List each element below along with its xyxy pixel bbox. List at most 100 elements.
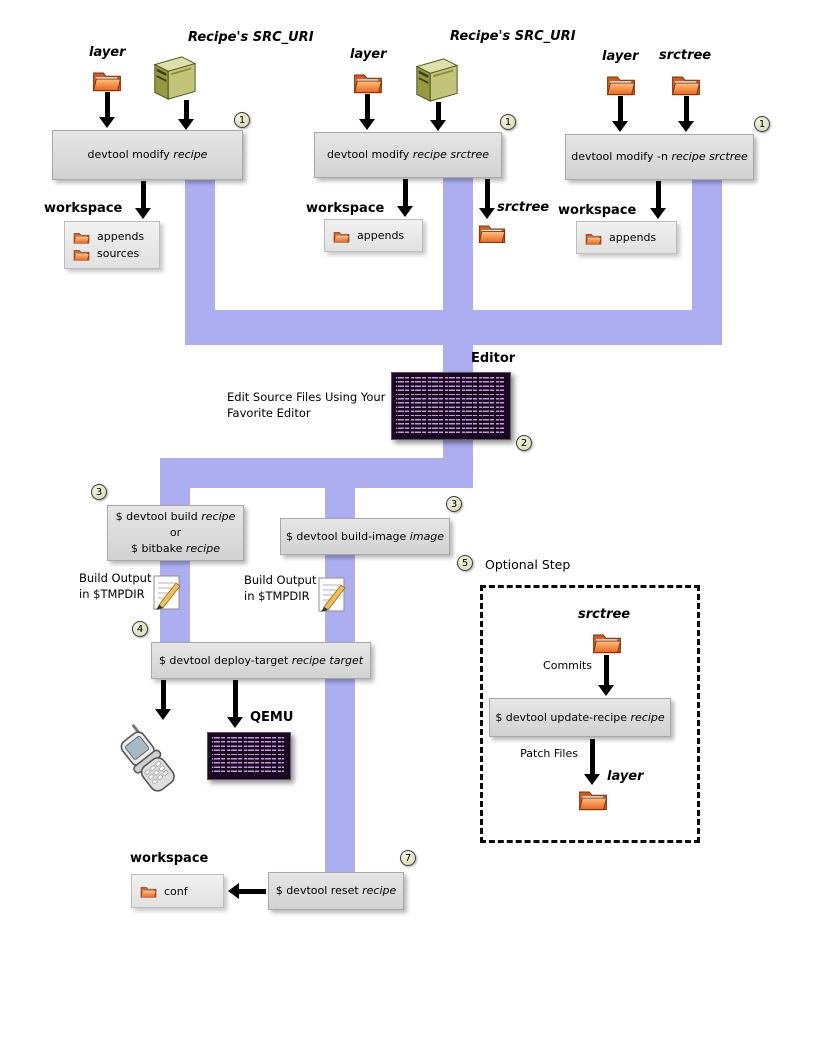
arrow-shaft: [160, 680, 166, 711]
srctree-label-optional: srctree: [578, 607, 631, 622]
command-arg: recipe: [630, 710, 665, 724]
workspace-label-col3: workspace: [558, 203, 637, 218]
layer-label-optional: layer: [607, 769, 644, 784]
command-line: $ devtool update-recipe recipe: [495, 710, 664, 726]
arrow-head: [584, 774, 600, 785]
arrow-head: [155, 709, 171, 720]
arrow-shaft: [683, 96, 689, 123]
build-output-note-mid: Build Output in $TMPDIR: [244, 572, 316, 604]
step-1-badge-col3: 1: [754, 116, 770, 132]
arrow-shaft: [435, 102, 441, 122]
editor-label: Editor: [471, 351, 516, 366]
workspace-label-col2: workspace: [306, 201, 385, 216]
arrow-shaft: [237, 888, 266, 894]
arrow-head: [227, 717, 243, 728]
arrow-srctree3-to-modify3: [678, 96, 694, 132]
optional-step-dashed-box: [480, 585, 700, 843]
src-uri-label-col1: Recipe's SRC_URI: [188, 30, 314, 45]
layer-label-col3: layer: [602, 49, 639, 64]
arrow-modify1-to-workspace: [135, 181, 151, 219]
arrow-shaft: [104, 92, 110, 119]
command-text: devtool modify: [87, 148, 174, 162]
folder-label: appends: [357, 229, 405, 242]
arrow-head: [430, 120, 446, 131]
workspace-folder-row: conf: [140, 884, 215, 898]
command-text: devtool modify: [326, 148, 413, 162]
step-1-badge-col2: 1: [500, 114, 516, 130]
srctree-folder-icon-optional: [592, 629, 622, 654]
srctree-label-col2: srctree: [497, 200, 550, 215]
workspace-box-col3: appends: [576, 221, 677, 254]
arrow-layer3-to-modify3: [612, 96, 628, 132]
step-3-badge-build-image: 3: [446, 496, 462, 512]
folder-label: appends: [97, 230, 145, 243]
command-text: $ devtool update-recipe: [495, 710, 631, 724]
folder-icon: [73, 230, 90, 244]
optional-step-label: Optional Step: [485, 557, 571, 572]
command-arg: recipe target: [291, 653, 364, 667]
folder-icon: [140, 884, 157, 898]
devtool-deploy-target-box: $ devtool deploy-target recipe target: [151, 642, 371, 679]
devtool-reset-box: $ devtool reset recipe: [268, 872, 404, 910]
arrow-head: [479, 208, 495, 219]
folder-label: conf: [164, 884, 188, 898]
devtool-modify-srctree-box: devtool modify recipe srctree: [314, 132, 502, 178]
connector-mid-horizontal: [160, 458, 473, 488]
layer-label-col2: layer: [350, 47, 387, 62]
command-arg: recipe: [185, 541, 220, 555]
command-text: $ devtool build-image: [285, 529, 410, 543]
arrow-head: [99, 117, 115, 128]
src-uri-label-col2: Recipe's SRC_URI: [450, 29, 576, 44]
arrow-server1-to-modify1: [178, 100, 194, 130]
server-icon-col1: [147, 54, 201, 102]
arrow-shaft: [232, 680, 238, 719]
arrow-deploy-to-qemu: [227, 680, 243, 728]
layer-folder-icon-optional: [578, 786, 608, 811]
command-line: devtool modify recipe: [88, 147, 208, 163]
command-line: $ bitbake recipe: [131, 541, 220, 557]
command-arg: recipe srctree: [671, 150, 748, 164]
patch-files-label: Patch Files: [520, 747, 578, 760]
workspace-folder-row: sources: [73, 247, 151, 261]
build-output-line2: in $TMPDIR: [79, 587, 145, 602]
folder-icon: [73, 247, 90, 261]
layer-folder-icon-col1: [92, 67, 122, 92]
command-arg: recipe: [173, 148, 208, 162]
arrow-head: [178, 119, 194, 130]
editor-screenshot: [391, 372, 511, 440]
srctree-folder-icon-col2: [478, 220, 506, 244]
arrow-shaft: [183, 100, 189, 121]
devtool-modify-n-box: devtool modify -n recipe srctree: [565, 134, 754, 180]
command-arg: recipe: [362, 884, 397, 898]
workspace-box-col2: appends: [324, 219, 423, 252]
arrow-modify2-to-workspace: [397, 179, 413, 217]
step-7-badge: 7: [400, 850, 416, 866]
workspace-label-bottom: workspace: [130, 851, 209, 866]
arrow-head: [135, 208, 151, 219]
workspace-folder-row: appends: [333, 229, 414, 243]
step-1-badge-col1: 1: [234, 112, 250, 128]
arrow-shaft: [402, 179, 408, 208]
step-3-badge-build: 3: [91, 484, 107, 500]
folder-icon: [333, 229, 350, 243]
command-line: $ devtool reset recipe: [276, 883, 397, 899]
arrow-shaft: [364, 94, 370, 121]
command-text: $ devtool reset: [275, 884, 363, 898]
devtool-build-box: $ devtool build recipe or $ bitbake reci…: [107, 505, 244, 561]
arrow-head: [228, 883, 239, 899]
command-arg: recipe srctree: [412, 148, 490, 162]
target-phone-icon: [112, 722, 184, 800]
srctree-folder-icon-col3: [671, 71, 701, 96]
command-text: $ devtool deploy-target: [158, 653, 292, 667]
arrow-head: [598, 685, 614, 696]
arrow-folder2-to-modify2: [359, 94, 375, 130]
command-line: $ devtool deploy-target recipe target: [159, 653, 363, 669]
step-5-badge: 5: [457, 555, 473, 571]
arrow-srctree-to-update: [598, 655, 614, 696]
arrow-shaft: [617, 96, 623, 123]
command-text: devtool modify -n: [571, 150, 672, 164]
arrow-head: [650, 208, 666, 219]
arrow-shaft: [140, 181, 146, 210]
command-text: $ devtool build: [115, 510, 202, 524]
